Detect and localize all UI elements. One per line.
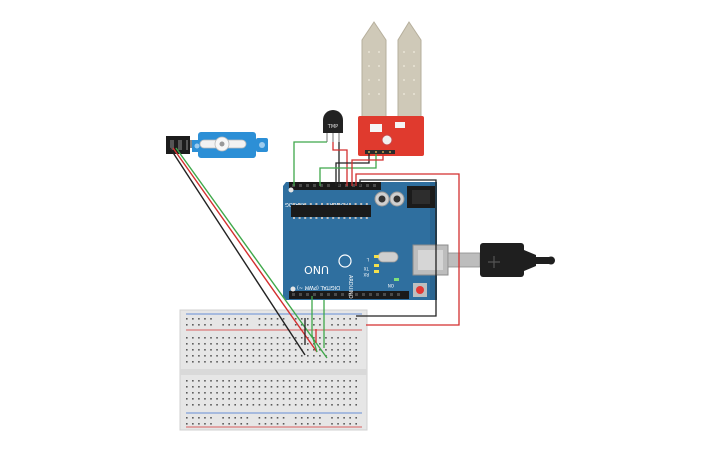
- atmega-chip: [291, 205, 371, 217]
- brand-label: ARDUINO: [347, 275, 353, 299]
- soil-moisture-sensor[interactable]: [358, 21, 424, 156]
- wires: [169, 141, 460, 359]
- label-rx: RX: [363, 272, 369, 277]
- wire-tmp-power[interactable]: [332, 142, 348, 186]
- servo-motor[interactable]: [166, 132, 268, 158]
- wire-servo-ground[interactable]: [169, 147, 306, 356]
- usb-cable[interactable]: [447, 243, 555, 277]
- arduino-uno[interactable]: ANALOG IN POWER DIGITAL (PWM ~) L TX RX …: [278, 182, 449, 300]
- model-label: UNO: [304, 263, 329, 276]
- wire-moisture-power[interactable]: [351, 154, 384, 186]
- temperature-sensor[interactable]: TMP: [323, 110, 343, 142]
- label-on: ON: [388, 283, 394, 288]
- tmp-label: TMP: [327, 124, 338, 130]
- led-on: [394, 278, 399, 281]
- wire-tmp-signal[interactable]: [293, 141, 327, 186]
- wire-servo-power[interactable]: [172, 147, 318, 353]
- wire-moisture-signal[interactable]: [319, 154, 377, 186]
- wire-digital-to-breadboard[interactable]: [311, 296, 318, 353]
- tmp-body: [323, 110, 343, 133]
- label-l: L: [366, 257, 369, 262]
- led-rx: [374, 270, 379, 273]
- wire-5v-to-rail[interactable]: [355, 173, 460, 326]
- sensor-probe-right: [397, 21, 422, 119]
- wire-gnd-to-rail[interactable]: [356, 179, 437, 317]
- center-channel: [180, 369, 367, 375]
- reset-button[interactable]: [416, 286, 424, 294]
- digital-label: DIGITAL (PWM ~): [297, 284, 340, 290]
- header-analog-power: [289, 182, 381, 190]
- servo-horn: [199, 136, 247, 152]
- breadboard-holes: [186, 318, 357, 425]
- sensor-probe-left: [361, 21, 387, 119]
- usb-plug-metal: [447, 252, 481, 268]
- usb-plug-housing: [480, 243, 524, 277]
- breadboard[interactable]: [179, 309, 368, 431]
- label-tx: TX: [364, 266, 370, 271]
- arduino-logo: [338, 254, 352, 268]
- led-tx: [374, 264, 379, 267]
- crystal: [377, 251, 399, 263]
- wire-servo-signal[interactable]: [175, 147, 328, 359]
- led-l: [374, 255, 379, 258]
- analog-label: ANALOG IN: [278, 201, 306, 207]
